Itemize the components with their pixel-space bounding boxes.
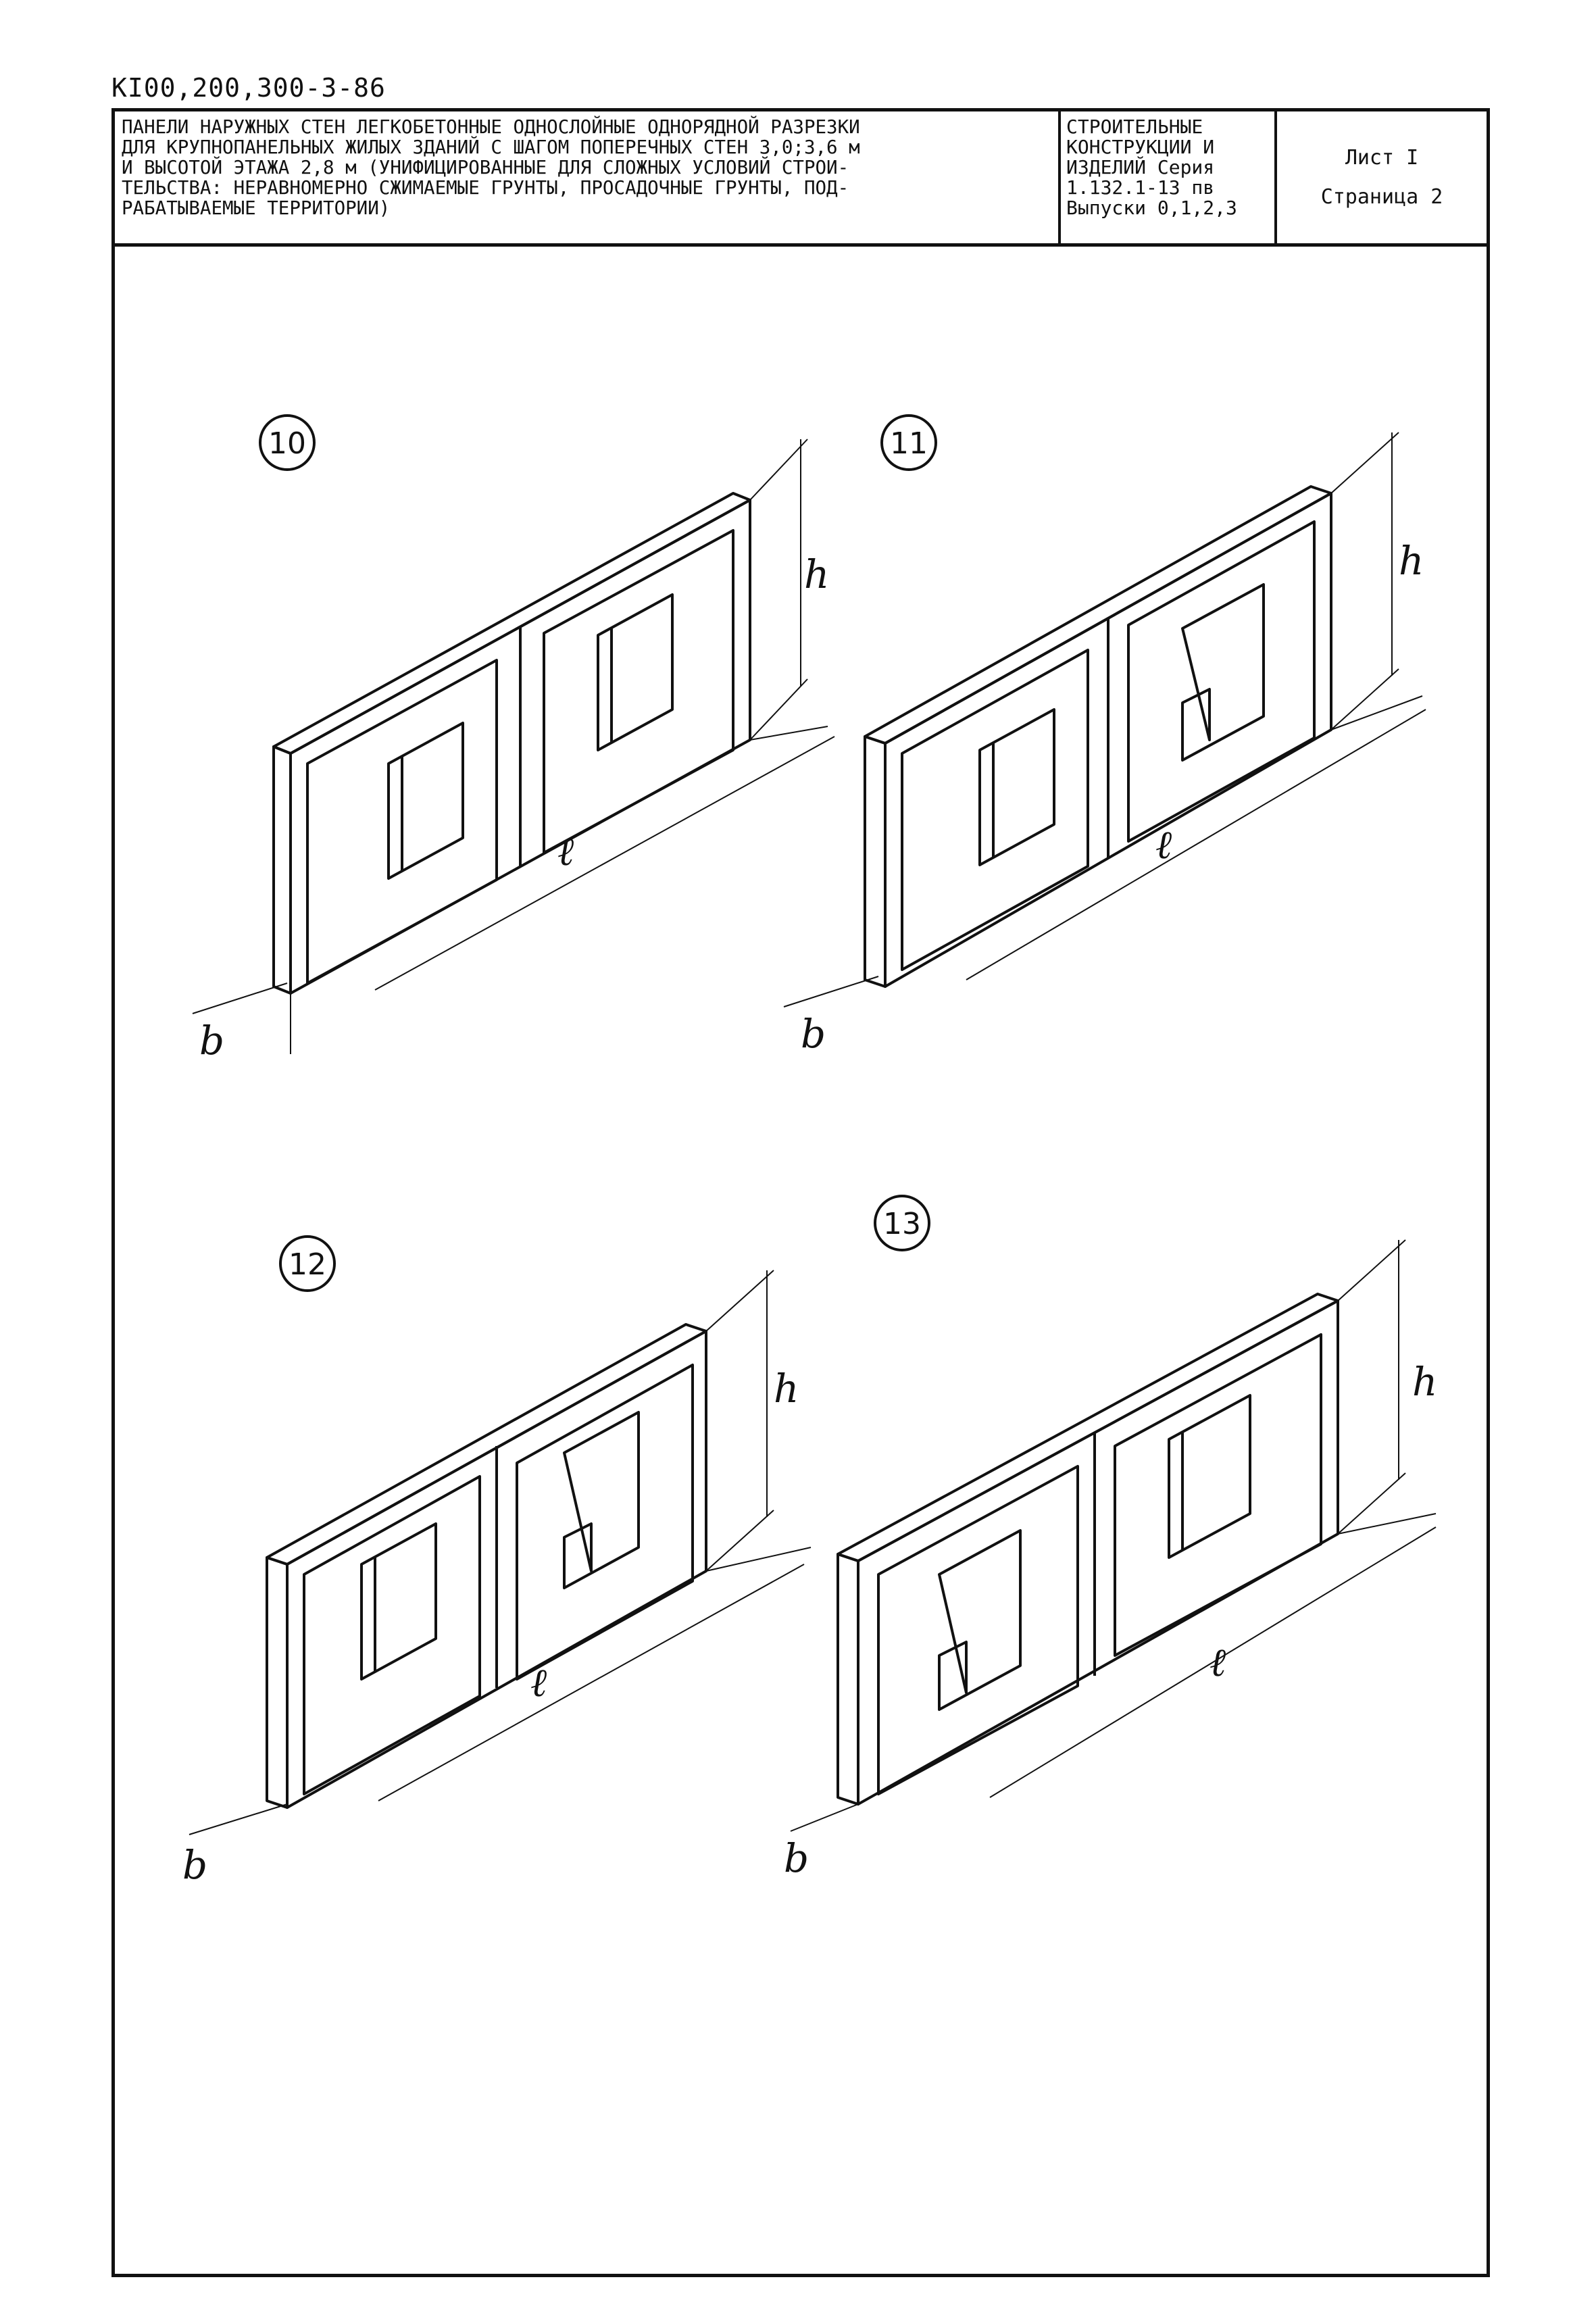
panel-11	[783, 432, 1426, 1007]
panel-recess-right	[516, 1364, 694, 1681]
dim-label-l: ℓ	[1155, 822, 1172, 868]
sheet-info: Лист I Страница 2	[1277, 111, 1487, 243]
panel-number-circle	[874, 1195, 930, 1251]
panel-labels: 10 h ℓ b 11 h ℓ b 12 h ℓ b 13 h ℓ b	[182, 414, 1437, 1888]
panel-recess-left	[901, 649, 1089, 971]
title-description: ПАНЕЛИ НАРУЖНЫХ СТЕН ЛЕГКОБЕТОННЫЕ ОДНОС…	[115, 111, 1061, 243]
window-opening-right	[597, 593, 674, 751]
dim-label-h: h	[804, 551, 829, 597]
dim-line-b	[790, 1803, 859, 1832]
panel-recess-left	[877, 1465, 1079, 1795]
panel-recess-left	[306, 659, 498, 985]
panel-recess-right	[1127, 520, 1316, 843]
panel-10	[192, 439, 835, 1054]
dim-label-b: b	[801, 1011, 826, 1057]
dim-label-h: h	[774, 1366, 799, 1412]
title-block: ПАНЕЛИ НАРУЖНЫХ СТЕН ЛЕГКОБЕТОННЫЕ ОДНОС…	[115, 111, 1487, 247]
dim-line-l	[378, 1564, 805, 1801]
page-number: Страница 2	[1320, 184, 1443, 209]
door-opening-left	[938, 1529, 1022, 1711]
dim-line-b	[189, 1803, 288, 1835]
panel-top-face	[266, 1323, 707, 1566]
panel-side-face	[837, 1553, 859, 1806]
panel-side-face	[266, 1556, 289, 1809]
panel-number-circle	[279, 1235, 336, 1292]
panel-top-face	[864, 485, 1332, 745]
dim-line-b	[783, 976, 879, 1007]
window-opening-left	[978, 708, 1055, 866]
dim-label-b: b	[182, 1842, 207, 1888]
panel-13	[790, 1239, 1437, 1832]
dim-line-l	[989, 1526, 1437, 1798]
panel-side-face	[272, 745, 292, 995]
dim-label-h: h	[1399, 538, 1424, 584]
dim-label-b: b	[199, 1018, 224, 1064]
door-opening-right	[1181, 583, 1265, 762]
window-opening-left	[360, 1522, 437, 1681]
panel-number-circle	[259, 414, 316, 471]
panel-front-face	[857, 1299, 1339, 1806]
dim-label-l: ℓ	[557, 828, 574, 874]
dim-label-l: ℓ	[530, 1660, 547, 1706]
dim-label-l: ℓ	[1210, 1639, 1226, 1685]
sheet-number: Лист I	[1345, 145, 1419, 170]
door-opening-right	[563, 1411, 640, 1589]
panel-number-11: 11	[890, 426, 928, 461]
drawing-frame: ПАНЕЛИ НАРУЖНЫХ СТЕН ЛЕГКОБЕТОННЫЕ ОДНОС…	[111, 108, 1490, 2277]
dim-label-h: h	[1412, 1359, 1437, 1405]
panel-number-circle	[880, 414, 937, 471]
dim-line-l	[374, 736, 835, 991]
panel-recess-right	[1114, 1333, 1322, 1657]
dim-label-b: b	[784, 1835, 809, 1881]
panel-12	[189, 1270, 812, 1835]
panel-top-face	[837, 1293, 1339, 1562]
panel-recess-right	[543, 529, 734, 854]
panel-number-13: 13	[883, 1207, 921, 1241]
window-opening-right	[1168, 1394, 1251, 1559]
panel-side-face	[864, 735, 887, 988]
panel-top-face	[272, 492, 751, 755]
dim-line-l	[966, 709, 1426, 980]
dim-line-b	[192, 982, 288, 1014]
document-code: КI00,200,300-3-86	[111, 73, 386, 103]
series-info: СТРОИТЕЛЬНЫЕ КОНСТРУКЦИИ И ИЗДЕЛИЙ Серия…	[1061, 111, 1277, 243]
panel-number-12: 12	[289, 1247, 326, 1282]
panel-recess-left	[303, 1475, 481, 1795]
window-opening-left	[387, 722, 464, 880]
panel-number-10: 10	[268, 426, 306, 461]
